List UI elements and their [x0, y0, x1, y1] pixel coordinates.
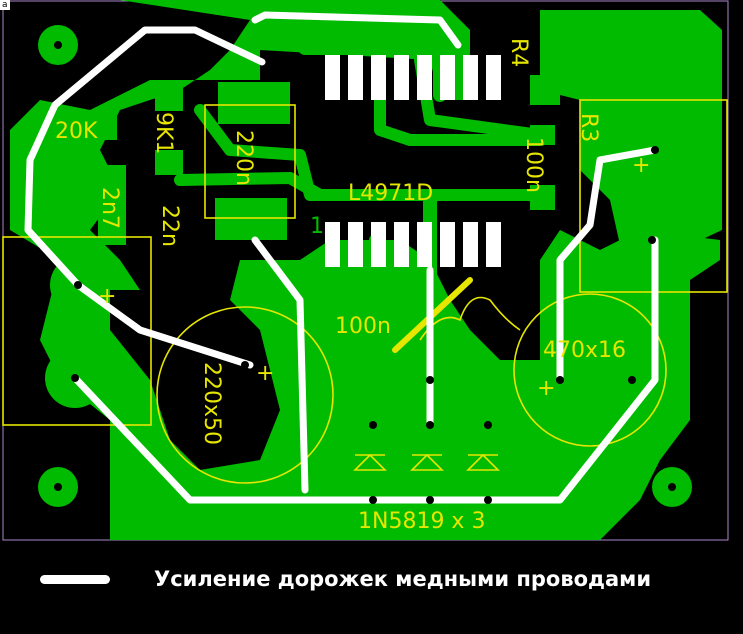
cap-220x50-outline: [156, 306, 334, 484]
drill-holes: [71, 146, 659, 504]
diode-symbols: [353, 453, 500, 471]
label-ic: L4971D: [348, 181, 433, 206]
ic-pads: [325, 55, 501, 267]
plus-right: +: [632, 153, 650, 178]
label-100n-bottom: 100n: [335, 314, 391, 339]
label-pin1: 1: [310, 214, 324, 239]
label-100n-right: 100n: [521, 137, 546, 193]
label-diodes: 1N5819 x 3: [358, 509, 485, 534]
label-r3: R3: [576, 113, 601, 142]
label-22n: 22n: [157, 205, 182, 247]
label-20k: 20K: [55, 119, 98, 144]
label-220x50: 220x50: [199, 362, 224, 445]
label-9k1: 9K1: [151, 112, 176, 154]
legend-text: Усиление дорожек медными проводами: [154, 567, 652, 591]
label-470x16: 470x16: [543, 338, 626, 363]
plus-470x16: +: [537, 376, 555, 401]
legend: Усиление дорожек медными проводами: [40, 567, 651, 591]
cap-470x16-outline: [513, 293, 667, 447]
plus-220x50: +: [256, 361, 274, 386]
c220n-outline: [204, 104, 296, 219]
label-2n7: 2n7: [97, 187, 122, 229]
plus-left: +: [98, 284, 116, 309]
corner-tag: a: [0, 0, 10, 10]
label-220n: 220n: [231, 130, 256, 186]
label-r4: R4: [506, 38, 531, 67]
wire-reinforcement: [24, 11, 659, 504]
legend-wire-swatch: [40, 574, 110, 584]
pcb-layout: 20K 9K1 2n7 22n 220n L4971D 1 R4 R3 100n…: [2, 0, 729, 541]
